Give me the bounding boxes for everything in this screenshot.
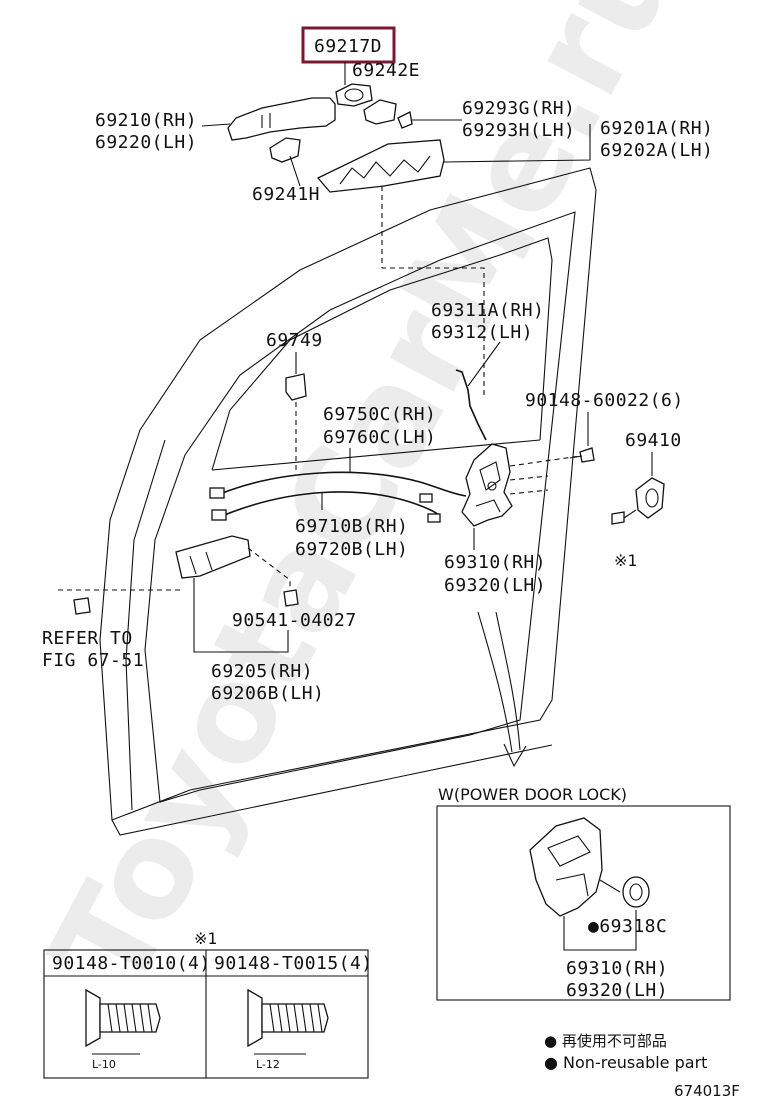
striker-and-screws: 90148-60022(6) 69410 ※1 — [525, 390, 684, 570]
lock-screw — [579, 447, 595, 463]
label-69750C: 69750C(RH) — [323, 404, 436, 425]
label-69201A: 69201A(RH) — [600, 118, 713, 139]
label-69293H: 69293H(LH) — [462, 120, 575, 141]
label-69206B: 69206B(LH) — [211, 683, 324, 704]
inset-label-69310: 69310(RH) — [566, 958, 668, 979]
label-69310: 69310(RH) — [444, 552, 546, 573]
label-69710B: 69710B(RH) — [295, 516, 408, 537]
door-lock-assembly: 69310(RH) 69320(LH) — [444, 443, 581, 768]
cable-end-4 — [427, 513, 441, 523]
inside-handle-assembly: REFER TO FIG 67-51 90541-04027 69205(RH)… — [42, 535, 357, 704]
cable-clip-part — [285, 373, 307, 401]
door-handle — [227, 97, 336, 141]
table-header-col1: 90148-T0010(4) — [52, 953, 211, 974]
inset-label-69318C: ●69318C — [588, 916, 667, 937]
door-striker — [635, 477, 665, 519]
door-lock — [461, 443, 513, 527]
lock-cables: 69750C(RH) 69760C(LH) 69710B(RH) 69720B(… — [209, 404, 467, 560]
label-69220: 69220(LH) — [95, 132, 197, 153]
bolt-1-shank — [99, 1003, 161, 1033]
label-refer-1: REFER TO — [42, 628, 133, 649]
inset-title: W(POWER DOOR LOCK) — [438, 785, 627, 804]
handle-frame — [316, 139, 445, 193]
panel-screw — [73, 597, 91, 615]
power-lock-grommet — [622, 876, 650, 908]
label-69720B: 69720B(LH) — [295, 539, 408, 560]
cable-end-3 — [419, 493, 433, 503]
label-69217D: 69217D — [314, 36, 382, 57]
inside-handle-screw — [283, 589, 299, 607]
legend-english: ● Non-reusable part — [544, 1053, 707, 1072]
label-69312: 69312(LH) — [431, 322, 533, 343]
cable-lower — [221, 491, 441, 517]
striker-screw — [611, 511, 625, 525]
bolt-1-head — [85, 988, 101, 1048]
label-69760C: 69760C(LH) — [323, 427, 436, 448]
figure-code: 674013F — [674, 1082, 740, 1100]
lock-rod: 69311A(RH) 69312(LH) — [431, 300, 544, 441]
label-69320: 69320(LH) — [444, 575, 546, 596]
bolt-2-head — [247, 988, 263, 1048]
inset-label-69320: 69320(LH) — [566, 980, 668, 1001]
table-ref-mark: ※1 — [194, 929, 217, 948]
handle-clip — [397, 111, 413, 129]
bolt-2-dim: L-12 — [256, 1058, 280, 1071]
legend-japanese: ● 再使用不可部品 — [544, 1032, 667, 1050]
table-header-col2: 90148-T0015(4) — [214, 953, 373, 974]
label-69242E: 69242E — [352, 60, 420, 81]
handle-gasket-rear — [363, 99, 397, 125]
cable-end-1 — [209, 487, 225, 499]
bolt-1-dim: L-10 — [92, 1058, 116, 1071]
label-90148-60022: 90148-60022(6) — [525, 390, 684, 411]
cable-upper — [219, 471, 467, 497]
label-69202A: 69202A(LH) — [600, 140, 713, 161]
bolt-size-table: ※1 90148-T0010(4) 90148-T0015(4) L-10 L-… — [43, 929, 373, 1079]
cable-end-2 — [211, 509, 227, 521]
door-outline — [99, 167, 597, 836]
label-90541-04027: 90541-04027 — [232, 610, 357, 631]
label-refer-2: FIG 67-51 — [42, 650, 144, 671]
label-69311A: 69311A(RH) — [431, 300, 544, 321]
handle-gasket-front — [269, 137, 301, 163]
label-69205: 69205(RH) — [211, 661, 313, 682]
label-69410: 69410 — [625, 430, 682, 451]
cable-clip: 69749 — [266, 330, 323, 470]
key-cylinder-cover — [335, 83, 373, 107]
label-69293G: 69293G(RH) — [462, 98, 575, 119]
label-69749: 69749 — [266, 330, 323, 351]
inside-handle — [175, 535, 251, 579]
label-69210: 69210(RH) — [95, 110, 197, 131]
highlight-box — [301, 26, 396, 64]
outside-handle-assembly: 69217D 69242E 69210(RH) 69220(LH) 69241H… — [95, 26, 713, 205]
power-door-lock-inset: W(POWER DOOR LOCK) ●69318C 69310(RH) 693… — [436, 785, 731, 1001]
label-69241H: 69241H — [252, 184, 320, 205]
label-ref1-striker: ※1 — [614, 551, 637, 570]
power-lock-actuator — [529, 817, 603, 917]
legend: ● 再使用不可部品 ● Non-reusable part — [544, 1032, 707, 1072]
